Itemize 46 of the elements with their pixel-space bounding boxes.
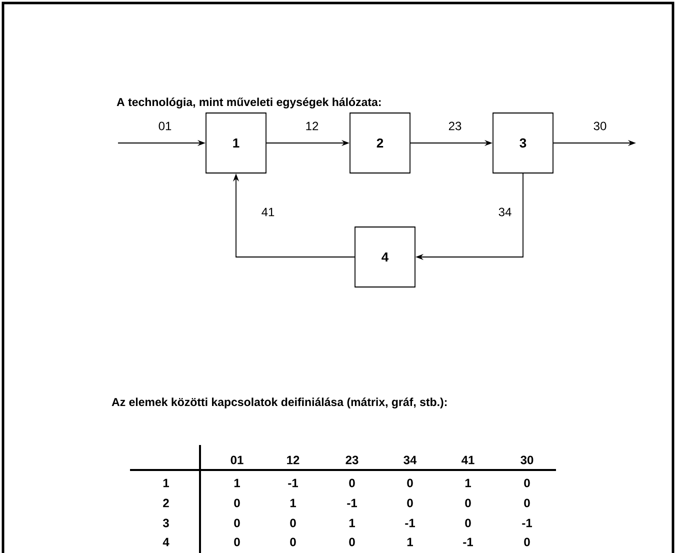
row-header: 1 [163,478,169,488]
row-header: 3 [162,518,169,528]
table-cell: 0 [349,478,355,488]
table-cell: 0 [234,518,240,528]
table-cell: 0 [407,478,413,488]
table-cell: -1 [463,538,473,546]
column-header: 23 [346,456,358,464]
table-cell: 0 [234,498,240,508]
table-cell: 0 [465,498,471,508]
column-header: 34 [404,456,417,464]
process-box: 1 [206,112,266,174]
table-cell: 1 [349,518,355,528]
column-header: 30 [520,456,534,464]
process-box: 4 [354,226,416,288]
column-header: 41 [462,456,474,464]
table-cell: 0 [524,498,530,508]
table-cell: 0 [290,518,296,528]
table-cell: 0 [465,518,471,528]
edge-label: 30 [594,122,606,130]
column-header: 01 [230,456,244,464]
edge-label: 12 [306,122,318,130]
table-cell: 0 [407,498,413,508]
process-box: 3 [492,112,554,174]
table-cell: 1 [234,478,240,488]
process-box: 2 [350,112,410,174]
edge-label: 41 [262,208,274,216]
heading: A technológia, mint műveleti egységek hálózata: [116,98,381,108]
table-cell: 0 [524,538,530,546]
table-cell: 0 [524,478,530,488]
edge-label: 01 [158,122,172,130]
table-cell: 1 [465,478,471,488]
table-cell: 1 [407,538,413,546]
table-cell: 0 [290,538,296,546]
table-cell: -1 [347,498,357,508]
table-cell: -1 [522,518,532,528]
table-cell: 1 [290,498,296,508]
edge-label: 23 [448,122,462,130]
table-cell: -1 [405,518,415,528]
table-cell: 0 [349,538,355,546]
heading: Az elemek közötti kapcsolatok deifiniálása (mátrix, gráf, stb.): [112,398,447,408]
table-cell: 0 [234,538,240,546]
row-header: 2 [163,498,169,508]
table-cell: -1 [288,478,298,488]
column-header: 12 [287,456,300,464]
edge-label: 34 [498,208,512,216]
row-header: 4 [162,538,170,546]
